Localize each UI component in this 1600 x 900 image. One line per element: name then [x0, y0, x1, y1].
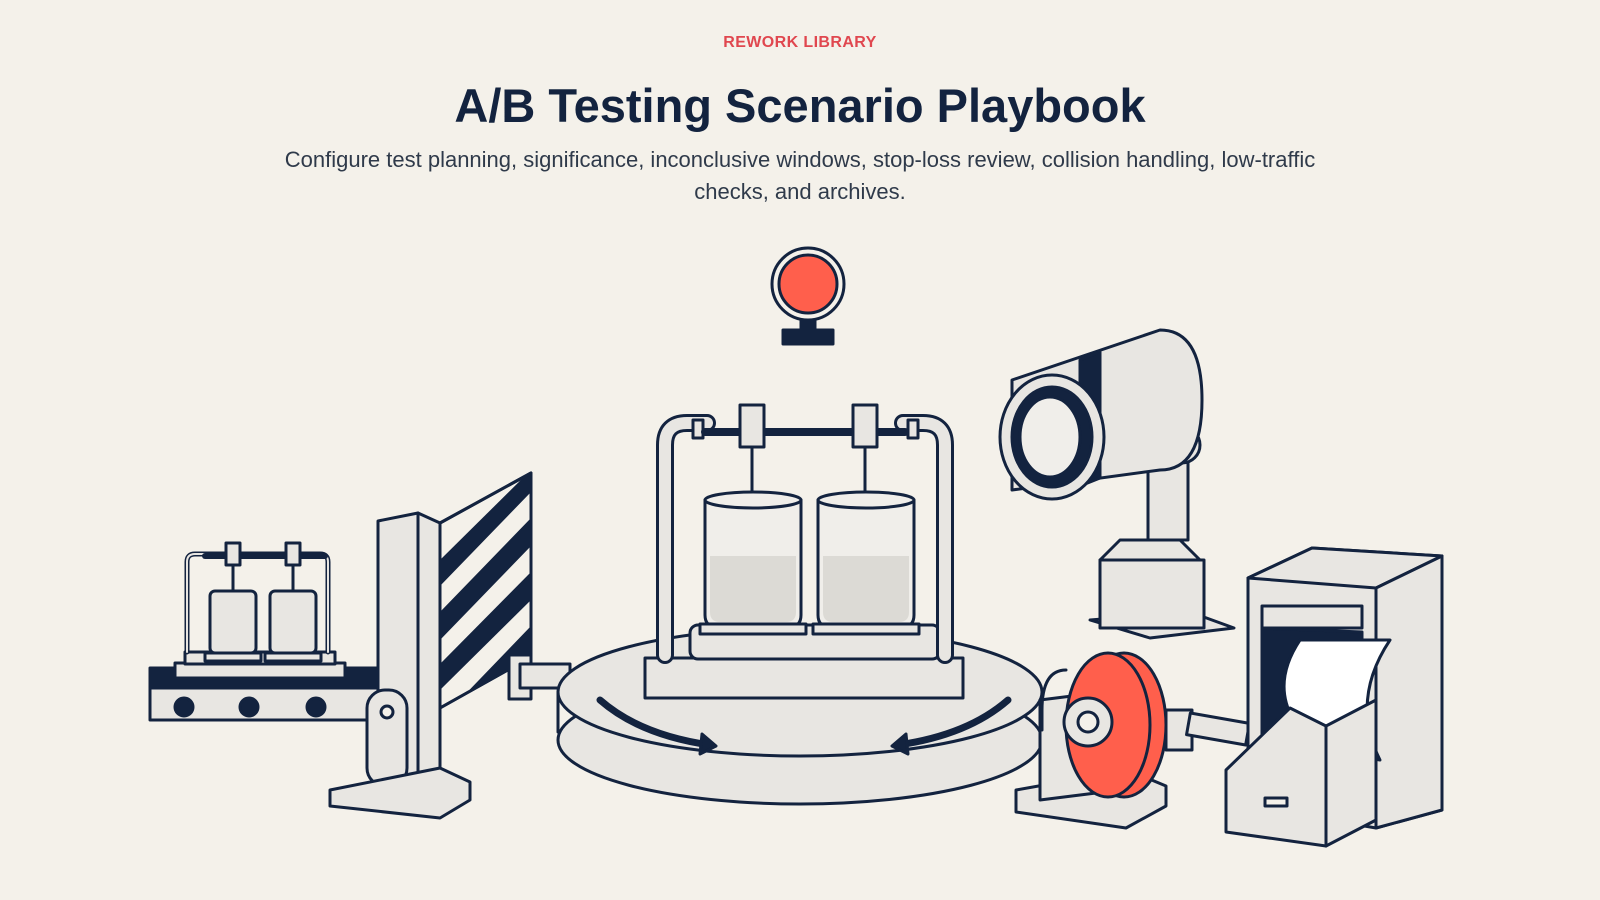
spool-reel-icon [1014, 651, 1251, 830]
archive-cabinet-icon [1224, 546, 1444, 848]
dual-beaker-rig-icon [643, 403, 965, 700]
library-kicker: REWORK LIBRARY [723, 34, 877, 51]
hero-illustration [0, 210, 1600, 900]
small-beaker-rig-icon [173, 541, 347, 680]
spotlight-icon [998, 328, 1236, 640]
page-title: A/B Testing Scenario Playbook [454, 79, 1146, 132]
striped-barrier-gate-icon [328, 471, 572, 820]
page-subtitle: Configure test planning, significance, i… [284, 147, 1316, 204]
signal-lamp-icon [770, 246, 846, 346]
